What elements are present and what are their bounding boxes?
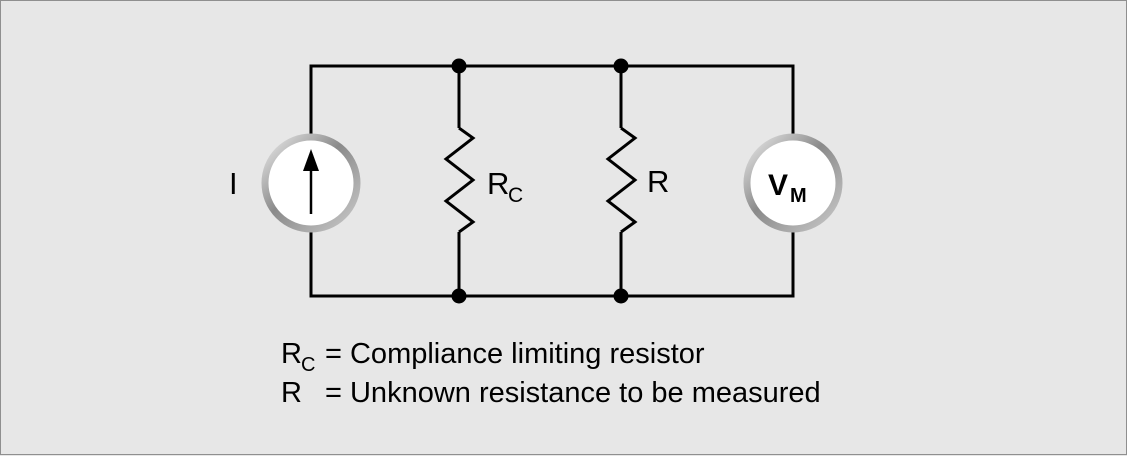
current-arrow-head xyxy=(303,149,319,171)
wire-bottom-loop xyxy=(309,228,795,298)
node-top-right xyxy=(613,58,629,74)
connection-nodes xyxy=(451,58,629,304)
wire-top-loop xyxy=(309,64,795,138)
resistor-r-label: R xyxy=(647,164,669,199)
legend: R C = Compliance limiting resistor R = U… xyxy=(281,338,821,409)
current-source-symbol xyxy=(261,133,361,233)
voltmeter-label: V xyxy=(768,169,788,202)
node-top-left xyxy=(451,58,467,74)
resistor-rc-symbol xyxy=(443,126,476,234)
resistor-rc-label-subscript: C xyxy=(508,184,523,207)
resistor-r-symbol xyxy=(605,126,638,234)
legend-line2-text: = Unknown resistance to be measured xyxy=(325,377,821,409)
voltmeter-circle xyxy=(743,133,843,233)
legend-line1-subscript: C xyxy=(301,354,315,376)
legend-line1-text: = Compliance limiting resistor xyxy=(325,338,705,370)
node-bottom-left xyxy=(451,288,467,304)
legend-line1-symbol: R xyxy=(281,338,302,370)
resistor-rc-label: R xyxy=(487,166,509,201)
node-bottom-right xyxy=(613,288,629,304)
voltmeter-symbol: V M xyxy=(743,133,843,233)
current-source-label: I xyxy=(229,166,238,201)
legend-line2-symbol: R xyxy=(281,377,302,409)
voltmeter-label-subscript: M xyxy=(790,185,807,207)
circuit-wires xyxy=(309,64,795,298)
